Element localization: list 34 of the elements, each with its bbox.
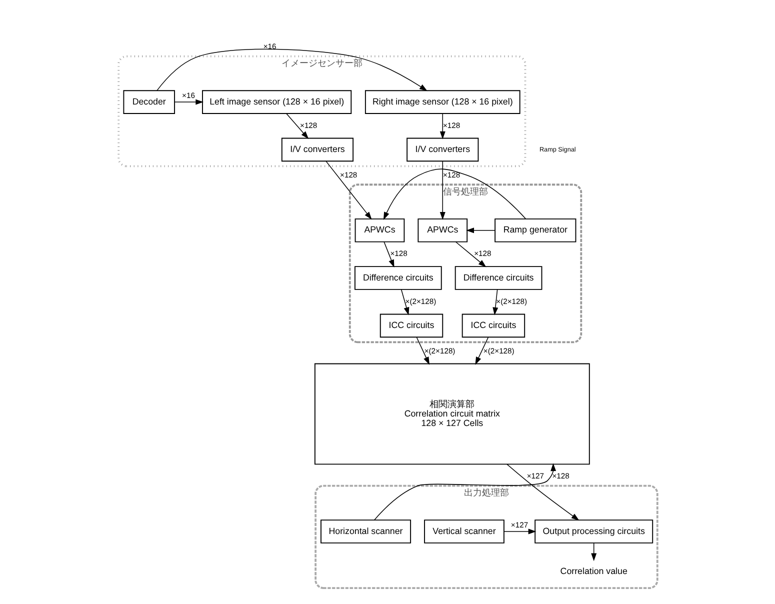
node-box: Difference circuits xyxy=(354,266,442,290)
node-box: Difference circuits xyxy=(454,266,542,290)
node-box: Decoder xyxy=(122,90,174,114)
node-box: I/V converters xyxy=(280,138,354,162)
arrow xyxy=(383,242,394,268)
arrow xyxy=(439,160,445,220)
arrow xyxy=(503,528,536,534)
arrow xyxy=(474,336,488,365)
node-box: ICC circuits xyxy=(461,314,525,338)
arrow xyxy=(374,463,556,520)
arrow xyxy=(466,228,495,234)
arrow xyxy=(174,99,204,105)
node-box: Right image sensor (128 × 16 pixel) xyxy=(364,90,520,114)
arrow xyxy=(455,242,486,268)
node-box: Horizontal scanner xyxy=(320,520,411,544)
node-box: Vertical scanner xyxy=(424,520,504,544)
arrow xyxy=(416,336,429,365)
node-box: I/V converters xyxy=(406,138,478,162)
node-box: Left image sensor (128 × 16 pixel) xyxy=(202,90,352,114)
node-box: Ramp generator xyxy=(494,218,576,242)
node-box: APWCs xyxy=(354,218,404,242)
node-box: Output processing circuits xyxy=(534,520,653,544)
arrow xyxy=(492,289,498,316)
arrow xyxy=(400,289,409,316)
arrow xyxy=(382,168,526,220)
node-text: Correlation value xyxy=(560,566,627,576)
node-box: ICC circuits xyxy=(379,314,443,338)
node-box: 相関演算部 Correlation circuit matrix 128 × 127 Cells xyxy=(314,363,590,465)
arrow xyxy=(156,48,427,92)
node-box: APWCs xyxy=(417,218,468,242)
arrow xyxy=(286,113,308,139)
arrow xyxy=(439,113,445,140)
arrow xyxy=(590,542,596,562)
arrow xyxy=(506,464,579,521)
